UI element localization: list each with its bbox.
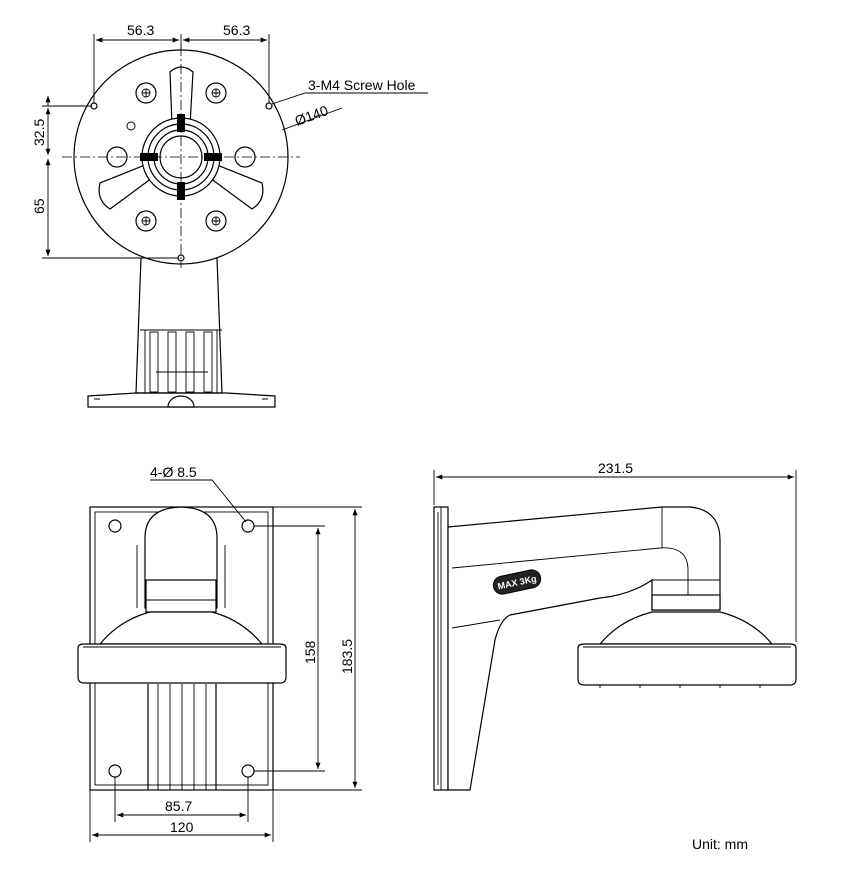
front-arm-ribs — [147, 684, 217, 790]
dim-hole-spacing-horizontal: 85.7 — [165, 798, 192, 814]
unit-label: Unit: mm — [692, 836, 748, 852]
callout-holes: 4-Ø 8.5 — [150, 464, 247, 523]
dim-front-plate-width: 120 — [89, 790, 274, 842]
side-housing — [577, 611, 797, 688]
dim-right-width: 56.3 — [223, 22, 250, 38]
dim-top-heights: 32.5 65 — [31, 96, 178, 259]
front-housing — [77, 611, 287, 684]
top-view-arm — [87, 257, 276, 408]
hole-label: 4-Ø 8.5 — [150, 464, 197, 480]
dim-front-hole-spacing-vertical: 158 — [254, 525, 325, 772]
dim-front-total-height: 183.5 — [273, 506, 362, 791]
screw-bosses — [106, 82, 256, 232]
dim-lower-height: 65 — [31, 198, 47, 214]
dim-upper-height: 32.5 — [31, 119, 47, 146]
max-load-badge: MAX 3Kg — [492, 569, 542, 595]
dim-plate-width: 120 — [170, 819, 194, 835]
dim-side-total-length: 231.5 — [433, 460, 797, 642]
dim-front-hole-spacing-horizontal: 85.7 — [114, 777, 249, 822]
callout-screw-hole: 3-M4 Screw Hole — [271, 77, 428, 105]
callout-diameter: Ø140 — [281, 102, 343, 131]
dim-top-widths: 56.3 56.3 — [93, 22, 270, 103]
diameter-label: Ø140 — [293, 102, 331, 129]
mount-plate-spokes — [98, 66, 264, 210]
front-view: 4-Ø 8.5 158 183.5 85.7 120 — [77, 464, 362, 842]
top-view: 56.3 56.3 32.5 65 3-M4 Screw Hole Ø140 — [31, 22, 428, 408]
screw-hole-label: 3-M4 Screw Hole — [308, 77, 416, 93]
front-neck — [136, 506, 226, 613]
dim-left-width: 56.3 — [127, 22, 154, 38]
dim-total-height: 183.5 — [339, 639, 355, 674]
dim-total-length: 231.5 — [598, 460, 633, 476]
side-view: MAX 3Kg 231.5 — [433, 460, 797, 791]
dim-hole-spacing-vertical: 158 — [302, 640, 318, 664]
